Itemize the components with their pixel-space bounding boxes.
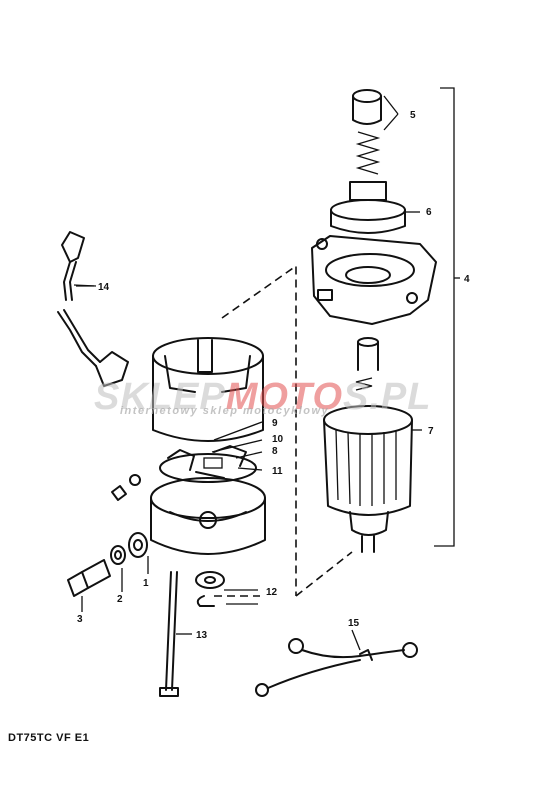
- watermark-brand-part3: S.PL: [343, 376, 432, 418]
- armature-7: [323, 337, 413, 553]
- end-cover: [150, 477, 266, 555]
- watermark-brand: SKLEPMOTOS.PL: [94, 376, 474, 419]
- ground-cable-15: [255, 638, 418, 697]
- part-label-10: 10: [272, 434, 284, 445]
- front-bracket: [311, 235, 437, 325]
- leader-lines: [76, 87, 460, 651]
- yoke-housing: [152, 337, 264, 442]
- part-label-15: 15: [348, 618, 360, 629]
- part-number-labels: 1 2 3 4 5 6 7 8 9 10 11 12 13 14 15: [77, 110, 470, 641]
- model-code: DT75TC VF E1: [8, 732, 90, 744]
- assembly-dashed-lines: [214, 264, 353, 597]
- part-label-12: 12: [266, 587, 278, 598]
- brush-holder-assembly: [159, 445, 257, 483]
- part-label-2: 2: [117, 594, 123, 605]
- part-label-11: 11: [272, 466, 283, 477]
- watermark-brand-part2: MOTO: [225, 376, 343, 418]
- pinion-spring-assembly: [330, 89, 406, 234]
- lead-wire-14: [57, 231, 129, 387]
- part-label-5: 5: [410, 110, 416, 121]
- part-label-8: 8: [272, 446, 278, 457]
- part-label-4: 4: [464, 274, 470, 285]
- part-label-14: 14: [98, 282, 110, 293]
- part-label-6: 6: [426, 207, 432, 218]
- watermark-brand-part1: SKLEP: [94, 376, 226, 418]
- watermark-tagline: internetowy sklep motocyklowy: [120, 405, 330, 417]
- through-bolt-13: [159, 571, 179, 697]
- washer-clip-12: [195, 571, 225, 607]
- part-label-1: 1: [143, 578, 149, 589]
- part-label-13: 13: [196, 630, 208, 641]
- part-label-9: 9: [272, 418, 278, 429]
- part-label-7: 7: [428, 426, 434, 437]
- washers-and-bolt: [67, 474, 148, 597]
- part-label-3: 3: [77, 614, 83, 625]
